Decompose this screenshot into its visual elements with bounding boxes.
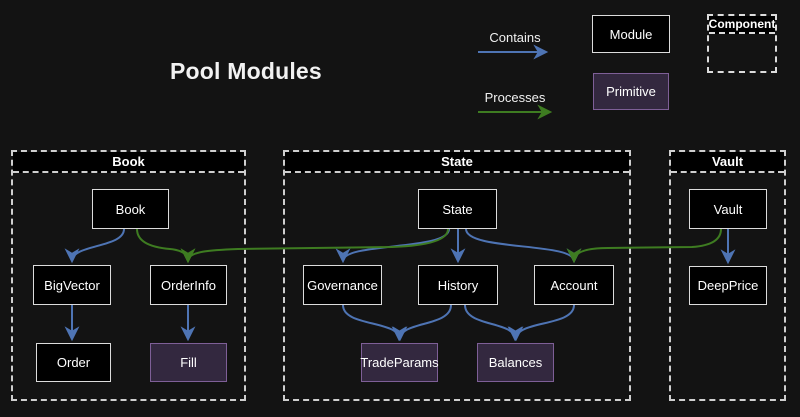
cluster-state-label: State [441, 154, 473, 169]
node-orderinfo: OrderInfo [150, 265, 227, 305]
node-fill-label: Fill [180, 355, 197, 370]
legend-primitive-label: Primitive [606, 84, 656, 99]
node-tradeparams-label: TradeParams [360, 355, 439, 370]
node-vault-label: Vault [713, 201, 743, 217]
node-governance-label: Governance [307, 277, 378, 293]
cluster-state-header: State [285, 152, 629, 173]
legend-component-label: Component [708, 17, 776, 31]
node-order-label: Order [56, 355, 91, 370]
cluster-book-label: Book [112, 154, 145, 169]
node-book-label: Book [115, 201, 146, 217]
node-bigvector-label: BigVector [44, 277, 100, 293]
legend-module-label: Module [609, 26, 653, 42]
cluster-state: State [283, 150, 631, 401]
node-book: Book [92, 189, 169, 229]
node-deepprice-label: DeepPrice [697, 278, 759, 293]
node-state-label: State [442, 201, 473, 217]
cluster-vault: Vault [669, 150, 786, 401]
node-deepprice: DeepPrice [689, 266, 767, 305]
node-tradeparams: TradeParams [360, 343, 439, 382]
node-history-label: History [437, 277, 479, 293]
cluster-book-header: Book [13, 152, 244, 173]
node-bigvector: BigVector [33, 265, 111, 305]
node-account-label: Account [550, 277, 598, 293]
node-fill: Fill [150, 343, 227, 382]
node-account: Account [534, 265, 614, 305]
diagram-title: Pool Modules [170, 58, 322, 84]
node-state: State [418, 189, 497, 229]
legend-primitive-box: Primitive [593, 73, 669, 110]
legend-component-header: Component [709, 16, 775, 34]
legend-contains-label: Contains [489, 30, 541, 45]
cluster-vault-label: Vault [711, 154, 744, 169]
legend-processes-label: Processes [484, 90, 546, 105]
cluster-book: Book [11, 150, 246, 401]
node-balances: Balances [477, 343, 554, 382]
legend-module-box: Module [592, 15, 670, 53]
node-vault: Vault [689, 189, 767, 229]
node-order: Order [36, 343, 111, 382]
node-governance: Governance [303, 265, 382, 305]
legend-component-box: Component [707, 14, 777, 73]
node-orderinfo-label: OrderInfo [161, 277, 216, 293]
node-history: History [418, 265, 498, 305]
node-balances-label: Balances [488, 355, 543, 370]
cluster-vault-header: Vault [671, 152, 784, 173]
